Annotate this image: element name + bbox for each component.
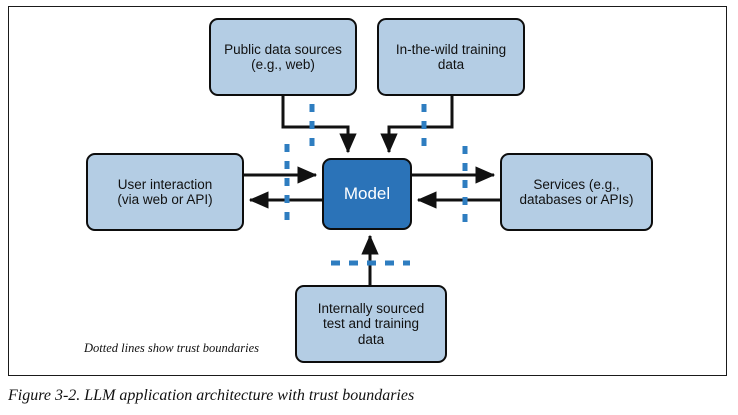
node-public-data-sources[interactable]: Public data sources (e.g., web)	[209, 18, 357, 96]
trust-boundary-legend: Dotted lines show trust boundaries	[84, 341, 260, 355]
node-internally-sourced-data[interactable]: Internally sourced test and training dat…	[295, 285, 447, 363]
figure-caption: Figure 3-2. LLM application architecture…	[8, 387, 415, 404]
node-in-the-wild-training-data-label: In-the-wild training data	[395, 41, 507, 72]
node-user-interaction-label: User interaction (via web or API)	[117, 176, 213, 207]
connector-wild-to-model	[380, 96, 454, 154]
node-model[interactable]: Model	[322, 158, 412, 230]
node-services[interactable]: Services (e.g., databases or APIs)	[500, 153, 653, 231]
node-user-interaction[interactable]: User interaction (via web or API)	[86, 153, 244, 231]
node-in-the-wild-training-data[interactable]: In-the-wild training data	[377, 18, 525, 96]
node-public-data-sources-label: Public data sources (e.g., web)	[224, 41, 342, 72]
node-model-label: Model	[343, 184, 391, 204]
node-internally-sourced-data-label: Internally sourced test and training dat…	[317, 301, 425, 347]
connector-public-to-model	[281, 96, 357, 154]
node-services-label: Services (e.g., databases or APIs)	[519, 176, 634, 207]
